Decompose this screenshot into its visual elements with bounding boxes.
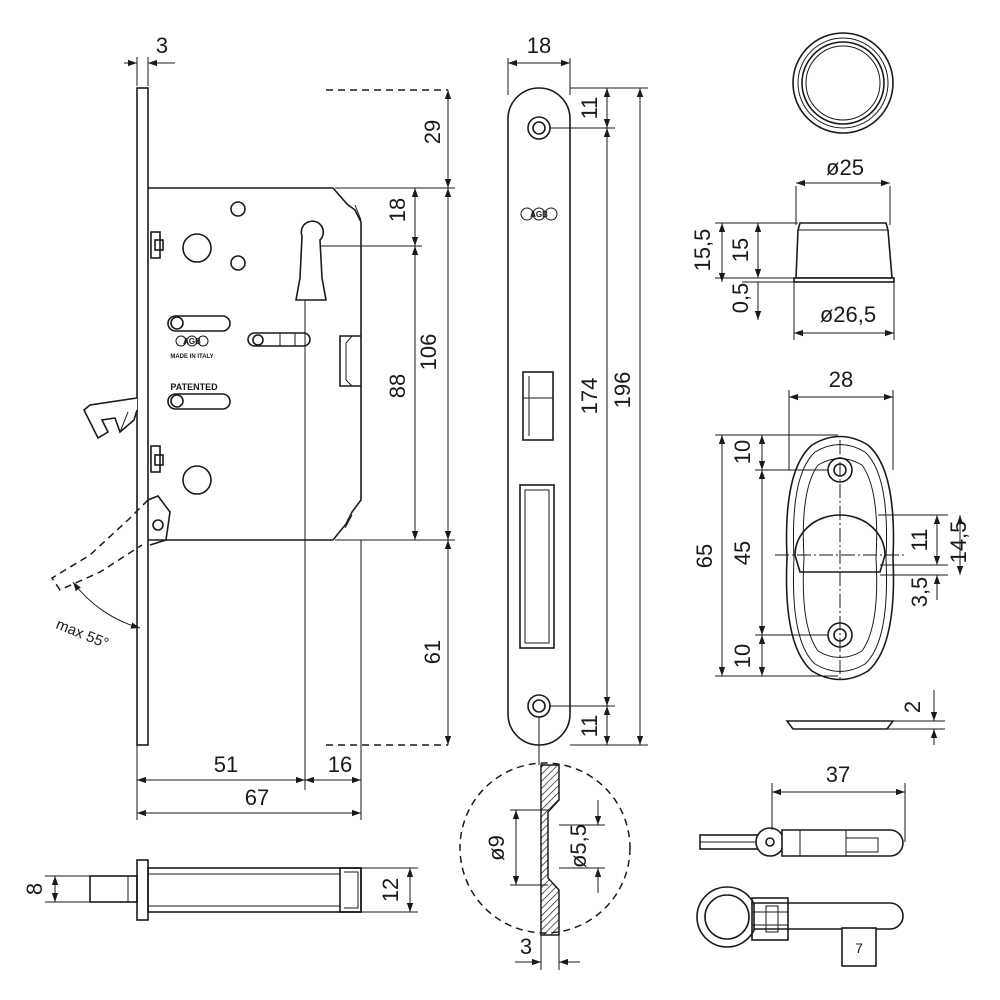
dim-handle-to-key: 88 xyxy=(385,374,410,398)
bolt-housing xyxy=(339,335,361,387)
dim-countersink: ø9 xyxy=(484,835,509,861)
rosette-side xyxy=(795,222,893,279)
dim-detail-thickness: 3 xyxy=(520,934,532,959)
dim-escutcheon-hole-spacing: 45 xyxy=(730,541,755,565)
lock-case xyxy=(148,187,362,541)
bolt-side-view: 8 12 xyxy=(22,859,418,921)
dim-top-offset: 29 xyxy=(420,120,445,144)
lock-body-view: AGB MADE IN ITALY PATENTED max 55° xyxy=(50,87,362,746)
dim-case-depth-extra: 16 xyxy=(328,752,352,777)
screw-hole-detail: ø9 ø5,5 3 xyxy=(459,717,631,970)
key-tag xyxy=(841,927,877,967)
dim-escutcheon-keyhole-total: 14,5 xyxy=(946,521,971,564)
dim-escutcheon-top: 10 xyxy=(730,440,755,464)
case-hole xyxy=(230,201,246,217)
keyhole-icon xyxy=(295,220,327,301)
dim-escutcheon-bottom: 10 xyxy=(730,644,755,668)
key-bow xyxy=(781,829,904,857)
dim-escutcheon-keyhole: 11 xyxy=(907,529,932,552)
key-views: 37 7 xyxy=(696,762,906,967)
hook-open-position xyxy=(50,499,149,591)
dim-rosette-base-thickness: 0,5 xyxy=(728,283,753,314)
dim-escutcheon-width: 28 xyxy=(829,367,853,392)
escutcheon-keyhole xyxy=(794,514,886,573)
dim-total-depth: 67 xyxy=(245,785,269,810)
escutcheon-edge xyxy=(785,720,895,730)
case-hole xyxy=(230,255,246,271)
patented-label: PATENTED xyxy=(170,382,218,392)
dim-key-length: 37 xyxy=(826,762,850,787)
dim-screw-spacing: 174 xyxy=(577,378,602,415)
case-hole xyxy=(182,233,212,263)
faceplate-front-view: AGB 18 11 174 11 196 xyxy=(507,33,648,746)
brand-logo-plate: AGB xyxy=(520,207,558,221)
hook-window xyxy=(519,484,555,649)
slot xyxy=(167,315,231,332)
dim-backset: 51 xyxy=(214,752,238,777)
dim-bolt-length: 8 xyxy=(22,883,47,895)
svg-text:AGB: AGB xyxy=(530,210,548,219)
key-ring xyxy=(696,886,758,948)
dim-bolt-height: 12 xyxy=(378,878,403,902)
hook-bolt xyxy=(83,397,138,440)
brand-logo-lock: AGB xyxy=(175,335,209,347)
dim-rosette-base: ø26,5 xyxy=(820,302,876,327)
rosette-views: ø25 ø26,5 15,5 15 0,5 xyxy=(690,32,895,340)
dim-faceplate-width: 18 xyxy=(527,33,551,58)
latch-slot xyxy=(247,332,311,347)
key-ring-side xyxy=(755,827,785,857)
slot xyxy=(167,393,231,410)
faceplate-front xyxy=(507,87,571,746)
dim-rosette-height: 15,5 xyxy=(690,229,715,272)
dim-faceplate-height: 196 xyxy=(610,372,635,409)
svg-text:AGB: AGB xyxy=(183,337,201,346)
dim-screw-offset-top: 11 xyxy=(577,97,602,120)
escutcheon-views: 28 65 10 45 10 11 14,5 3,5 2 xyxy=(692,367,971,745)
dim-screw-offset-bottom: 11 xyxy=(577,715,602,738)
dim-case-height: 106 xyxy=(416,334,441,371)
made-in-label: MADE IN ITALY xyxy=(170,354,213,360)
dim-keyhole-offset: 18 xyxy=(385,198,410,222)
dim-escutcheon-thickness: 2 xyxy=(900,701,925,713)
latch-window xyxy=(522,371,554,441)
angle-note: max 55° xyxy=(54,616,112,652)
rosette-top xyxy=(792,32,894,134)
dim-escutcheon-offset: 3,5 xyxy=(907,577,932,608)
case-hole xyxy=(182,465,212,495)
dim-rosette-top: ø25 xyxy=(826,155,864,180)
key-tag-number: 7 xyxy=(855,940,863,956)
dim-rosette-body: 15 xyxy=(728,238,753,262)
faceplate-side xyxy=(136,87,149,746)
bolt-tip xyxy=(89,875,138,903)
dim-faceplate-thickness: 3 xyxy=(156,33,168,58)
lock-body-dimensions: 3 29 106 61 18 88 51 16 67 xyxy=(124,33,455,820)
dim-escutcheon-height: 65 xyxy=(692,544,717,568)
dim-bottom-offset: 61 xyxy=(420,640,445,664)
dim-hole: ø5,5 xyxy=(566,824,591,868)
